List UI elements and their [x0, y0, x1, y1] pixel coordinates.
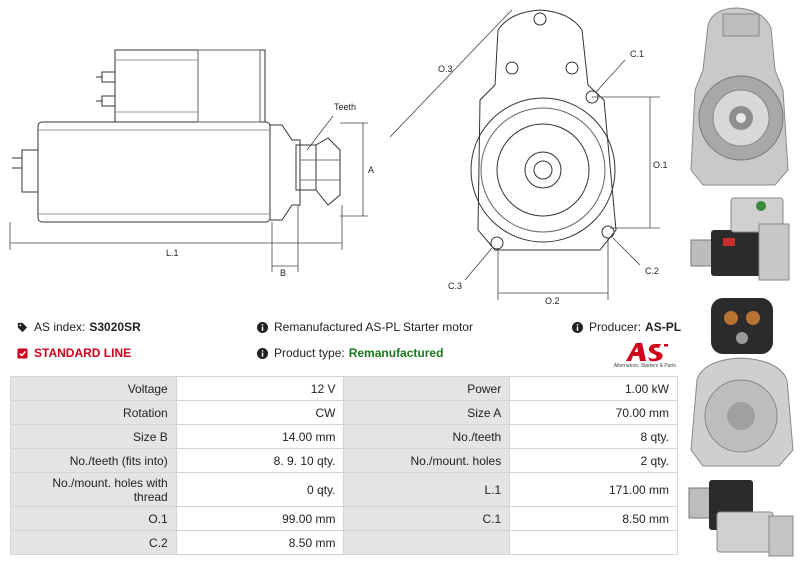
- label-b: B: [280, 268, 286, 278]
- spec-value: 8. 9. 10 qty.: [175, 448, 345, 473]
- description-text: Remanufactured AS-PL Starter motor: [274, 320, 473, 334]
- spec-value: 8.50 mm: [509, 506, 678, 531]
- as-logo-mark: [626, 343, 668, 362]
- spec-label: Voltage: [10, 376, 177, 401]
- spec-label: C.2: [10, 530, 177, 555]
- spec-value: 1.00 kW: [509, 376, 678, 401]
- spec-value: 12 V: [175, 376, 345, 401]
- product-line-row: STANDARD LINE: [17, 346, 131, 360]
- spec-value: 99.00 mm: [175, 506, 345, 531]
- spec-value: 8.50 mm: [175, 530, 345, 555]
- product-type-row: Product type: Remanufactured: [257, 346, 443, 360]
- spec-label: C.1: [343, 506, 511, 531]
- label-c3: C.3: [448, 281, 462, 291]
- label-c1: C.1: [630, 49, 644, 59]
- spec-value: 14.00 mm: [175, 424, 345, 449]
- front-view-drawing: [470, 9, 617, 251]
- spec-value: 70.00 mm: [509, 400, 678, 425]
- checkbox-check-icon: [17, 347, 28, 359]
- side-view-drawing: [12, 49, 341, 223]
- spec-value: 2 qty.: [509, 448, 678, 473]
- table-row: No./teeth (fits into)8. 9. 10 qty.No./mo…: [10, 448, 678, 473]
- spec-label: No./mount. holes with thread: [10, 472, 177, 507]
- label-o3: O.3: [438, 64, 453, 74]
- label-l1: L.1: [166, 248, 179, 258]
- spec-label: No./teeth: [343, 424, 511, 449]
- label-o2: O.2: [545, 296, 560, 306]
- spec-label: [343, 530, 511, 555]
- product-photo-front: [683, 0, 800, 190]
- as-index-label: AS index:: [34, 320, 86, 334]
- info-icon: [257, 321, 268, 333]
- spec-value: 0 qty.: [175, 472, 345, 507]
- info-icon: [257, 347, 268, 359]
- as-logo-tagline: Alternators, Starters & Parts: [613, 363, 676, 369]
- product-photo-angle: [683, 472, 800, 567]
- spec-label: L.1: [343, 472, 511, 507]
- label-a: A: [368, 165, 374, 175]
- spec-label: Size B: [10, 424, 177, 449]
- producer-row: Producer: AS-PL: [572, 320, 681, 334]
- as-index-row: AS index: S3020SR: [17, 320, 141, 334]
- product-type-label: Product type:: [274, 346, 345, 360]
- technical-drawing: Teeth A B L.1 O.3 O.1 O.2 C.1 C.2 C.3: [0, 0, 680, 310]
- tag-icon: [17, 322, 28, 332]
- producer-value: AS-PL: [645, 320, 682, 334]
- label-c2: C.2: [645, 266, 659, 276]
- spec-label: Size A: [343, 400, 511, 425]
- info-icon: [572, 321, 583, 333]
- product-photo-side: [683, 190, 800, 290]
- as-logo: Alternators, Starters & Parts: [606, 341, 676, 371]
- spec-value: 171.00 mm: [509, 472, 678, 507]
- producer-label: Producer:: [589, 320, 642, 334]
- label-o1: O.1: [653, 160, 668, 170]
- spec-label: Power: [343, 376, 511, 401]
- description-row: Remanufactured AS-PL Starter motor: [257, 320, 473, 334]
- spec-value: 8 qty.: [509, 424, 678, 449]
- product-photo-rear: [683, 290, 800, 472]
- spec-value: CW: [175, 400, 345, 425]
- product-line-label: STANDARD LINE: [34, 346, 132, 360]
- front-dimensions: [389, 9, 660, 300]
- label-teeth: Teeth: [334, 102, 356, 112]
- spec-label: No./teeth (fits into): [10, 448, 177, 473]
- side-dimensions: [9, 115, 368, 272]
- product-type-value: Remanufactured: [348, 346, 444, 360]
- spec-label: No./mount. holes: [343, 448, 511, 473]
- spec-value: [509, 530, 678, 555]
- spec-label: O.1: [10, 506, 177, 531]
- as-index-value: S3020SR: [89, 320, 141, 334]
- spec-label: Rotation: [10, 400, 177, 425]
